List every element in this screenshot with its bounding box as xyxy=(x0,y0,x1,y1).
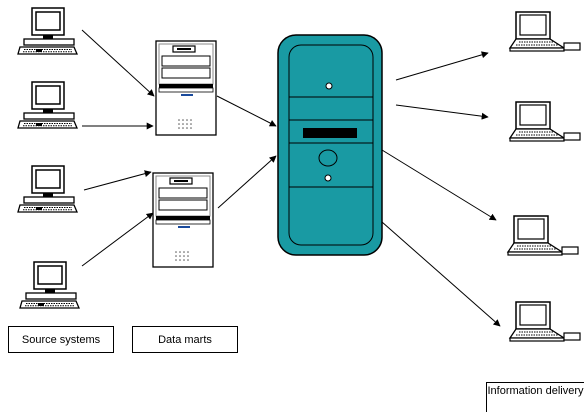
tower-server-icon xyxy=(152,172,214,268)
flow-arrow xyxy=(381,149,497,221)
flow-arrow xyxy=(83,170,152,191)
laptop-icon xyxy=(509,101,581,142)
desktop-computer-icon xyxy=(17,7,78,55)
flow-arrow xyxy=(217,155,277,209)
information-delivery-label: Information delivery xyxy=(486,382,584,412)
laptop-icon xyxy=(509,301,581,342)
desktop-computer-icon xyxy=(19,261,80,309)
flow-arrow xyxy=(216,95,277,127)
central-server-icon xyxy=(277,34,383,256)
flow-arrow xyxy=(395,104,489,120)
flow-arrow xyxy=(81,212,154,267)
laptop-icon xyxy=(509,11,581,52)
data-marts-label: Data marts xyxy=(132,326,238,353)
desktop-computer-icon xyxy=(17,165,78,213)
flow-arrow xyxy=(395,51,489,81)
tower-server-icon xyxy=(155,40,217,136)
flow-arrow xyxy=(81,29,155,97)
laptop-icon xyxy=(507,215,579,256)
desktop-computer-icon xyxy=(17,81,78,129)
source-systems-label: Source systems xyxy=(8,326,114,353)
flow-arrow xyxy=(381,221,501,327)
